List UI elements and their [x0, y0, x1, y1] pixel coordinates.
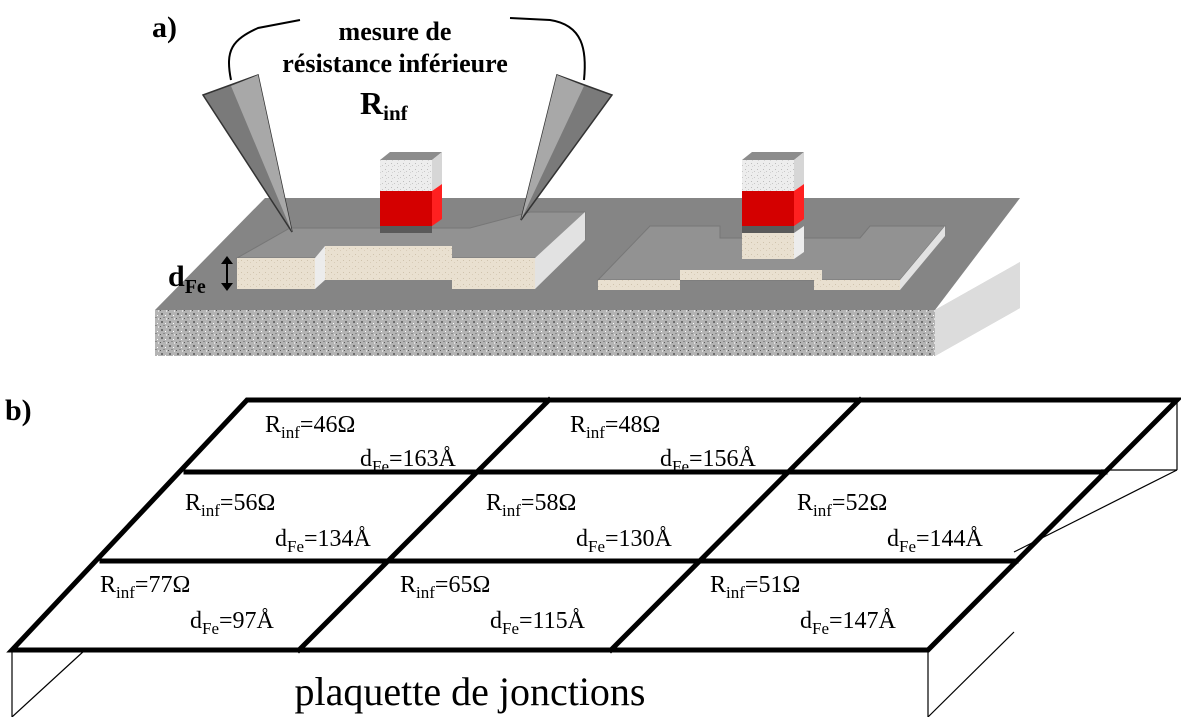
film2-front-a [598, 280, 680, 290]
cell-resistance-label: Rinf=51Ω [710, 572, 800, 602]
thickness-arrow-icon [221, 256, 233, 291]
wafer-caption: plaquette de jonctions [294, 669, 645, 714]
pillar2-film [742, 233, 794, 259]
cell-resistance-label: Rinf=46Ω [265, 412, 355, 442]
film2-front-c [814, 280, 900, 290]
cell-thickness-label: dFe=144Å [887, 526, 984, 556]
right-probe-highlight [521, 75, 584, 220]
substrate-right [935, 262, 1020, 356]
junction-grid [6, 396, 1181, 654]
film-front-a [237, 258, 315, 289]
panel-b-label: b) [5, 394, 32, 427]
panel-b: b) plaquette de jonctions Rinf=46ΩdFe=16… [5, 394, 1181, 717]
cell-thickness-label: dFe=134Å [275, 526, 372, 556]
pillar2-top [742, 152, 804, 160]
film-front-b [325, 246, 452, 280]
panel-a-label: a) [152, 11, 177, 44]
left-wire [227, 19, 301, 81]
pillar1-red-layer [380, 191, 432, 226]
left-probe-highlight [231, 75, 292, 232]
pillar2-upper [742, 160, 794, 191]
d-fe-label: dFe [168, 260, 206, 298]
pillar2-upper-side [794, 152, 804, 191]
cell-resistance-label: Rinf=58Ω [486, 490, 576, 520]
film-right-face [535, 212, 585, 289]
cell-thickness-label: dFe=130Å [576, 526, 673, 556]
measure-line-1: mesure de [339, 17, 452, 46]
pillar2-film-side [794, 226, 804, 259]
cell-resistance-label: Rinf=77Ω [100, 572, 190, 602]
pillar2-red-layer [742, 191, 794, 226]
film2-front-b [680, 270, 822, 280]
pillar1-upper-side [432, 152, 442, 191]
pillar1-base [380, 226, 432, 233]
r-inf-label: Rinf [360, 85, 409, 125]
film-front-c [452, 258, 535, 289]
substrate-top [155, 198, 1020, 310]
measure-line-2: résistance inférieure [282, 49, 508, 78]
cell-thickness-label: dFe=115Å [490, 608, 586, 638]
pillar2-base [742, 226, 794, 233]
cell-thickness-label: dFe=163Å [360, 446, 457, 476]
cell-resistance-label: Rinf=48Ω [570, 412, 660, 442]
cell-thickness-label: dFe=156Å [660, 446, 757, 476]
film-notch [315, 246, 325, 289]
cell-resistance-label: Rinf=52Ω [797, 490, 887, 520]
substrate-front [155, 310, 935, 356]
pillar1-top [380, 152, 442, 160]
cell-thickness-label: dFe=147Å [800, 608, 897, 638]
cell-resistance-label: Rinf=56Ω [185, 490, 275, 520]
cell-thickness-label: dFe=97Å [190, 608, 275, 638]
cell-resistance-label: Rinf=65Ω [400, 572, 490, 602]
pillar1-red-side [432, 184, 442, 226]
film2-right-face [900, 226, 945, 290]
panel-a: a) mesure de résistance inférieure Rinf [152, 11, 1020, 356]
pillar1-upper [380, 160, 432, 191]
pillar2-red-side [794, 184, 804, 226]
right-wire [509, 17, 586, 81]
